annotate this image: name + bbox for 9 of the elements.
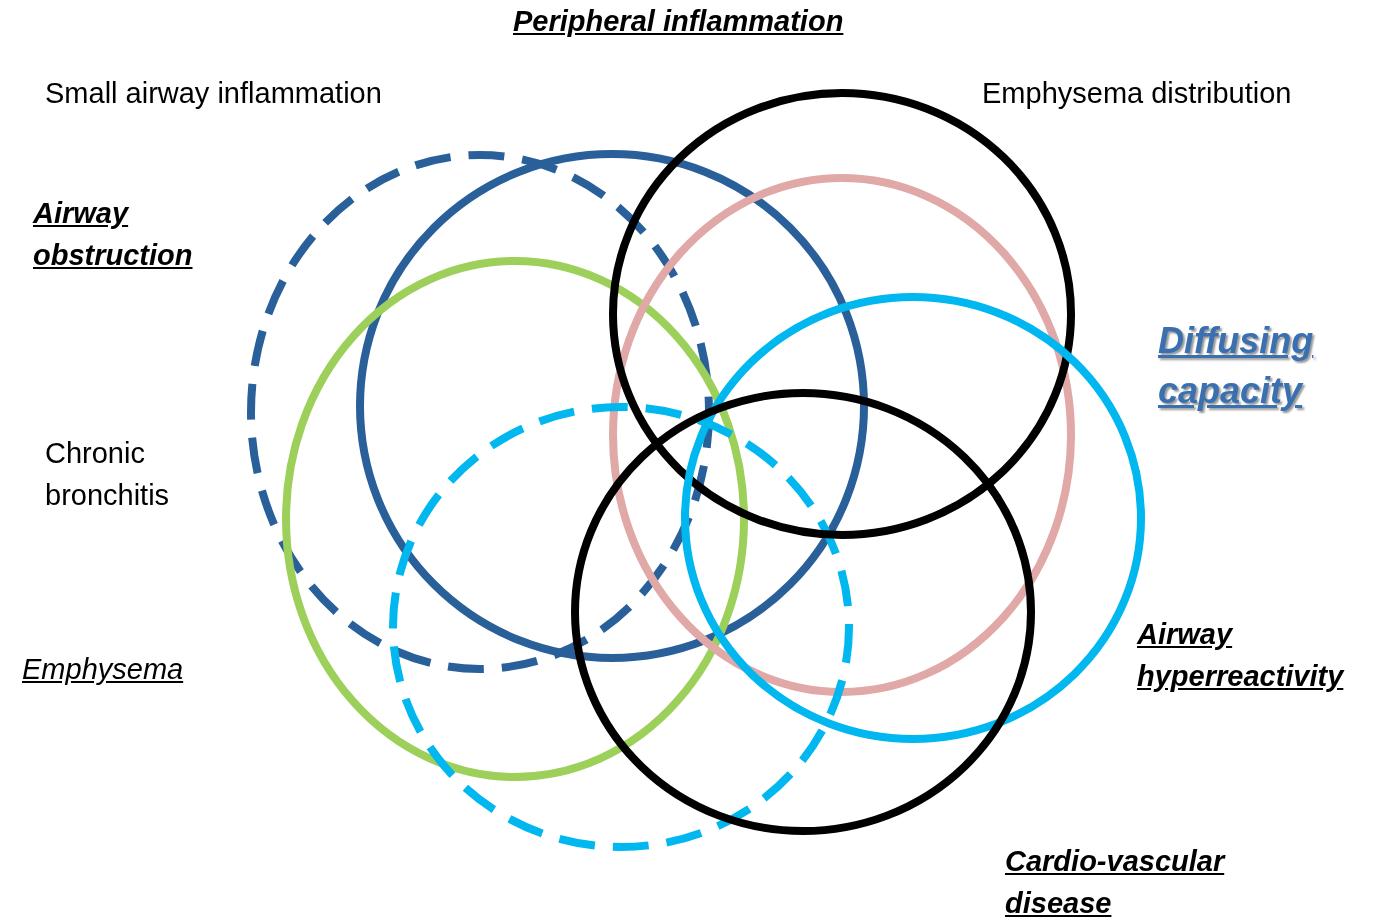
category-label: Airway obstruction xyxy=(33,196,194,273)
category-label: Cardio-vascular disease xyxy=(1005,844,1227,920)
category-label: Diffusing capacity xyxy=(1158,319,1315,413)
category-label: Emphysema distribution xyxy=(982,76,1293,111)
category-label: Peripheral inflammation xyxy=(513,4,845,39)
category-label: Airway hyperreactivity xyxy=(1137,617,1346,694)
category-label: Emphysema xyxy=(22,652,185,687)
category-label: Small airway inflammation xyxy=(45,76,383,111)
category-label: Chronic bronchitis xyxy=(45,436,171,513)
